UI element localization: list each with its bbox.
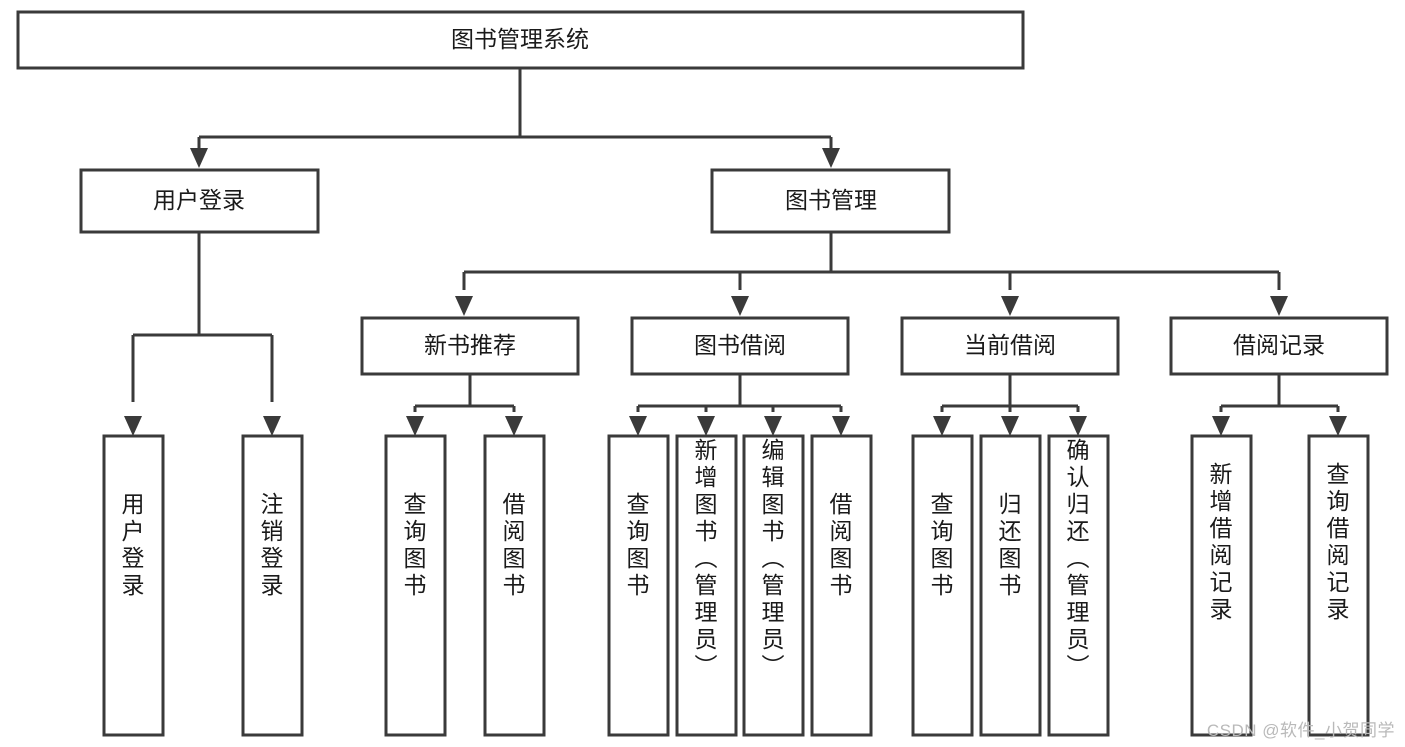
leaf-current-borrow-query[interactable]: 查询图书	[911, 434, 974, 737]
arrow-icon	[764, 416, 782, 436]
node-book-manage-label: 图书管理	[785, 187, 877, 213]
connector-book-borrow-to-leaves	[629, 374, 850, 436]
leaf-label-vertical: 新增借阅记录	[1210, 461, 1233, 622]
node-new-book-recommend[interactable]: 新书推荐	[360, 316, 580, 376]
arrow-icon	[629, 416, 647, 436]
node-root[interactable]: 图书管理系统	[16, 10, 1025, 70]
leaf-label-vertical: 新增图书︵管理员︶	[695, 437, 718, 679]
node-current-borrow-label: 当前借阅	[964, 332, 1056, 358]
connector-book-manage-to-level3	[455, 232, 1288, 316]
connector-user-login-to-leaves	[124, 232, 281, 436]
leaf-book-borrow-query[interactable]: 查询图书	[607, 434, 670, 737]
node-borrow-record-label: 借阅记录	[1233, 332, 1325, 358]
leaf-book-borrow-edit[interactable]: 编辑图书︵管理员︶	[742, 434, 805, 737]
arrow-icon	[731, 296, 749, 316]
leaf-borrow-record-query[interactable]: 查询借阅记录	[1307, 434, 1370, 737]
connector-current-borrow-to-leaves	[933, 374, 1087, 436]
node-book-manage[interactable]: 图书管理	[710, 168, 951, 234]
leaf-current-borrow-confirm[interactable]: 确认归还︵管理员︶	[1047, 434, 1110, 737]
node-book-borrow-label: 图书借阅	[694, 332, 786, 358]
leaf-current-borrow-return[interactable]: 归还图书	[979, 434, 1042, 737]
leaf-new-book-borrow[interactable]: 借阅图书	[483, 434, 546, 737]
node-borrow-record[interactable]: 借阅记录	[1169, 316, 1389, 376]
leaf-user-login-login[interactable]: 用户登录	[102, 434, 165, 737]
arrow-icon	[1001, 296, 1019, 316]
leaf-label-vertical: 注销登录	[261, 491, 284, 598]
leaf-book-borrow-lend[interactable]: 借阅图书	[810, 434, 873, 737]
arrow-icon	[1329, 416, 1347, 436]
leaf-label-vertical: 用户登录	[122, 491, 145, 598]
node-user-login-label: 用户登录	[153, 187, 245, 213]
leaf-label-vertical: 查询借阅记录	[1327, 461, 1350, 622]
node-user-login[interactable]: 用户登录	[79, 168, 320, 234]
connector-new-book-to-leaves	[406, 374, 523, 436]
arrow-icon	[832, 416, 850, 436]
arrow-icon	[822, 148, 840, 168]
arrow-icon	[263, 416, 281, 436]
leaf-label-vertical: 借阅图书	[830, 491, 853, 598]
node-current-borrow[interactable]: 当前借阅	[900, 316, 1120, 376]
leaf-label-vertical: 查询图书	[627, 491, 650, 598]
arrow-icon	[455, 296, 473, 316]
arrow-icon	[124, 416, 142, 436]
leaf-label-vertical: 借阅图书	[503, 491, 526, 598]
leaf-label-vertical: 编辑图书︵管理员︶	[762, 437, 785, 679]
node-book-borrow[interactable]: 图书借阅	[630, 316, 850, 376]
leaf-label-vertical: 归还图书	[999, 491, 1022, 598]
connector-borrow-record-to-leaves	[1212, 374, 1347, 436]
leaf-label-vertical: 查询图书	[931, 491, 954, 598]
arrow-icon	[505, 416, 523, 436]
leaf-label-vertical: 查询图书	[404, 491, 427, 598]
arrow-icon	[190, 148, 208, 168]
connector-root-to-level2	[190, 68, 840, 168]
arrow-icon	[933, 416, 951, 436]
node-root-label: 图书管理系统	[451, 26, 589, 52]
arrow-icon	[1069, 416, 1087, 436]
arrow-icon	[1270, 296, 1288, 316]
leaf-user-login-logout[interactable]: 注销登录	[241, 434, 304, 737]
arrow-icon	[406, 416, 424, 436]
node-new-book-recommend-label: 新书推荐	[424, 332, 516, 358]
leaf-new-book-query[interactable]: 查询图书	[384, 434, 447, 737]
arrow-icon	[697, 416, 715, 436]
arrow-icon	[1212, 416, 1230, 436]
arrow-icon	[1001, 416, 1019, 436]
leaf-borrow-record-add[interactable]: 新增借阅记录	[1190, 434, 1253, 737]
leaf-book-borrow-add[interactable]: 新增图书︵管理员︶	[675, 434, 738, 737]
leaf-label-vertical: 确认归还︵管理员︶	[1067, 437, 1090, 679]
